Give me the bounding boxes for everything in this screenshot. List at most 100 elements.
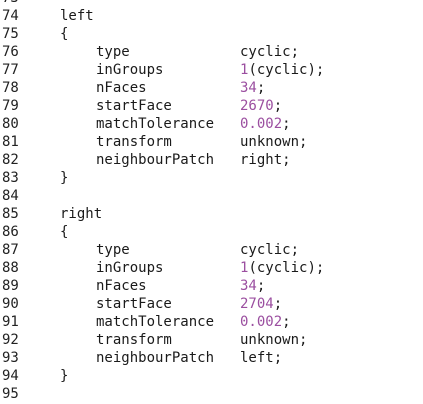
code-line[interactable]: 88 inGroups 1(cyclic); [0, 259, 423, 277]
block-name: left [60, 8, 94, 24]
property-value: 2704; [240, 295, 282, 313]
line-number: 90 [2, 296, 19, 312]
property-value: unknown; [240, 331, 307, 349]
line-number: 75 [2, 26, 19, 42]
brace: } [60, 170, 69, 186]
line-number: 81 [2, 134, 19, 150]
value-text: unknown; [240, 332, 308, 348]
number-literal: 2670 [240, 98, 274, 114]
code-line[interactable]: 79 startFace 2670; [0, 97, 423, 115]
line-number: 76 [2, 44, 19, 60]
property-key: inGroups [96, 260, 164, 276]
brace: { [60, 26, 69, 42]
code-line[interactable]: 95 [0, 385, 423, 403]
line-number: 95 [2, 386, 19, 402]
property-key: neighbourPatch [96, 350, 215, 366]
property-key: nFaces [96, 278, 147, 294]
code-line[interactable]: 92 transform unknown; [0, 331, 423, 349]
code-line[interactable]: 91 matchTolerance 0.002; [0, 313, 423, 331]
property-key: nFaces [96, 80, 147, 96]
value-text: unknown; [240, 134, 308, 150]
value-text: ; [256, 278, 266, 294]
code-line[interactable]: 78 nFaces 34; [0, 79, 423, 97]
code-line[interactable]: 74 left [0, 7, 423, 25]
property-value: left; [240, 349, 282, 367]
line-number: 79 [2, 98, 19, 114]
code-line[interactable]: 73 [0, 0, 423, 7]
line-number: 85 [2, 206, 19, 222]
property-key: transform [96, 332, 172, 348]
number-literal: 34 [240, 80, 257, 96]
property-value: 1(cyclic); [240, 259, 324, 277]
code-line[interactable]: 84 [0, 187, 423, 205]
brace: { [60, 224, 69, 240]
block-name: right [60, 206, 103, 222]
property-value: 0.002; [240, 313, 291, 331]
code-line[interactable]: 75 { [0, 25, 423, 43]
line-number: 94 [2, 368, 19, 384]
line-number: 92 [2, 332, 19, 348]
code-line[interactable]: 81 transform unknown; [0, 133, 423, 151]
line-number: 87 [2, 242, 19, 258]
line-number: 77 [2, 62, 19, 78]
property-key: inGroups [96, 62, 164, 78]
value-text: ; [256, 80, 266, 96]
number-literal: 1 [240, 62, 249, 78]
value-text: ; [273, 296, 283, 312]
property-value: 1(cyclic); [240, 61, 324, 79]
property-key: neighbourPatch [96, 152, 215, 168]
code-line[interactable]: 85 right [0, 205, 423, 223]
value-text: cyclic; [240, 242, 300, 258]
line-number: 74 [2, 8, 19, 24]
property-key: startFace [96, 98, 172, 114]
property-key: matchTolerance [96, 116, 215, 132]
line-number: 84 [2, 188, 19, 204]
line-number: 73 [2, 0, 42, 7]
value-text: ; [273, 98, 283, 114]
code-line[interactable]: 94} [0, 367, 423, 385]
line-number: 86 [2, 224, 19, 240]
code-line[interactable]: 90 startFace 2704; [0, 295, 423, 313]
number-literal: 1 [240, 260, 249, 276]
number-literal: 2704 [240, 296, 274, 312]
property-value: 34; [240, 277, 265, 295]
line-number: 89 [2, 278, 19, 294]
code-line[interactable]: 83} [0, 169, 423, 187]
property-value: 34; [240, 79, 265, 97]
code-line[interactable]: 89 nFaces 34; [0, 277, 423, 295]
line-number: 82 [2, 152, 19, 168]
code-line[interactable]: 87 type cyclic; [0, 241, 423, 259]
property-key: startFace [96, 296, 172, 312]
value-text: left; [240, 350, 283, 366]
line-number: 91 [2, 314, 19, 330]
code-line[interactable]: 93 neighbourPatch left; [0, 349, 423, 367]
property-value: unknown; [240, 133, 307, 151]
property-value: 0.002; [240, 115, 291, 133]
property-key: matchTolerance [96, 314, 215, 330]
property-value: cyclic; [240, 241, 299, 259]
line-number: 93 [2, 350, 19, 366]
brace: } [60, 368, 69, 384]
code-line[interactable]: 82 neighbourPatch right; [0, 151, 423, 169]
property-value: 2670; [240, 97, 282, 115]
property-key: transform [96, 134, 172, 150]
property-key: type [96, 44, 130, 60]
line-number: 88 [2, 260, 19, 276]
value-text: (cyclic); [248, 62, 325, 78]
line-number: 83 [2, 170, 19, 186]
property-key: type [96, 242, 130, 258]
property-value: cyclic; [240, 43, 299, 61]
value-text: (cyclic); [248, 260, 325, 276]
code-line[interactable]: 86 { [0, 223, 423, 241]
value-text: ; [282, 314, 291, 330]
value-text: cyclic; [240, 44, 300, 60]
number-literal: 0.002 [240, 314, 283, 330]
value-text: right; [240, 152, 291, 168]
code-line[interactable]: 76 type cyclic; [0, 43, 423, 61]
code-line[interactable]: 77 inGroups 1(cyclic); [0, 61, 423, 79]
value-text: ; [282, 116, 291, 132]
line-number: 78 [2, 80, 19, 96]
number-literal: 34 [240, 278, 257, 294]
